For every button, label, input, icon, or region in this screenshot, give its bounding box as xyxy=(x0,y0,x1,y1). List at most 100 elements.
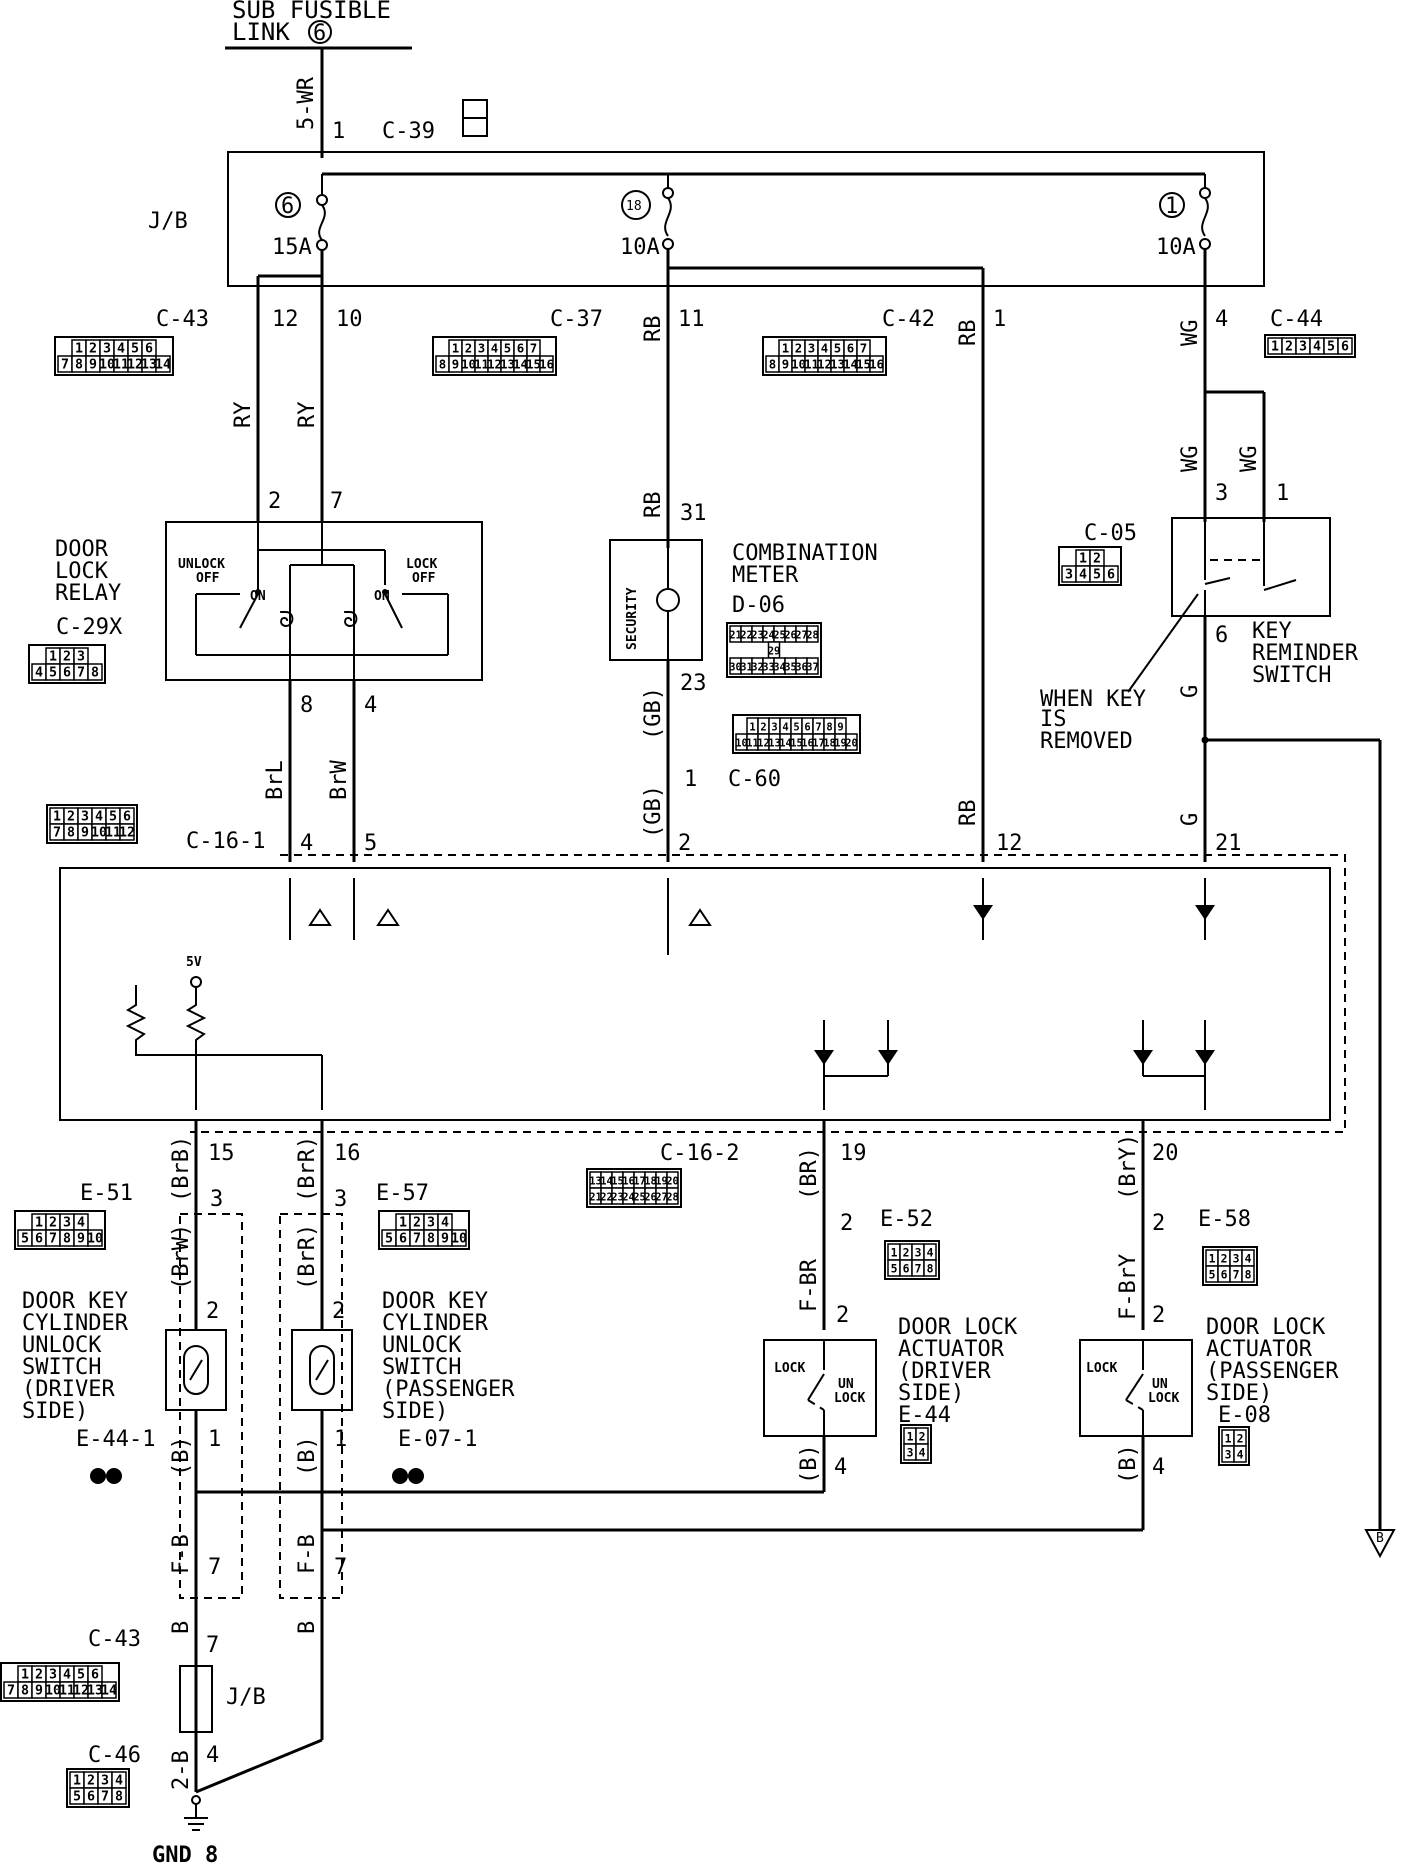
e57-pin-1-2: 7 xyxy=(413,1231,421,1246)
c43-top-pin-0-2: 3 xyxy=(103,341,111,356)
c60-pin-0-4: 5 xyxy=(793,721,799,733)
c37-pin-0-4: 5 xyxy=(504,341,511,355)
e51-pin-1-2: 7 xyxy=(49,1231,57,1246)
c29x-pin-0-1: 2 xyxy=(63,649,71,664)
pass-act-title-2: ACTUATOR xyxy=(1206,1337,1313,1362)
ground-wire-b-left: B xyxy=(169,1621,194,1634)
pass-act-linkage xyxy=(1125,1399,1144,1411)
drv-act-title-1: DOOR LOCK xyxy=(898,1315,1018,1340)
pass-act-wire-a: F-BrY xyxy=(1116,1254,1141,1320)
pass-sw-pin-1: 1 xyxy=(334,1427,347,1452)
c46-pin-0-3: 4 xyxy=(115,1773,123,1788)
passenger-key-icon xyxy=(309,1345,335,1395)
c16-2-pin-1-5: 26 xyxy=(644,1191,657,1203)
e44-pin-1-0: 3 xyxy=(907,1445,914,1459)
c16-2-pin-0-1: 14 xyxy=(600,1175,613,1187)
e08-pin-1-0: 3 xyxy=(1225,1447,1232,1461)
drv-actuator-box xyxy=(763,1339,877,1437)
pass-sw-title-2: CYLINDER xyxy=(382,1311,489,1336)
wire-wg-4-label: WG xyxy=(1178,320,1203,347)
e51-pin-0-1: 2 xyxy=(49,1215,57,1230)
c16-1-label: C-16-1 xyxy=(186,829,265,854)
etacs-diode-12 xyxy=(973,905,993,920)
meter-title-1: COMBINATION xyxy=(732,541,878,566)
c44-pin-0-1: 2 xyxy=(1285,339,1293,354)
c44-pin-0-3: 4 xyxy=(1313,339,1321,354)
etacs-out19-diode-b xyxy=(878,1050,898,1065)
relay-unlock-pivot xyxy=(255,589,261,595)
supply-line2: LINK xyxy=(232,18,290,46)
relay-title-2: LOCK xyxy=(55,559,109,584)
drv-act-contact xyxy=(807,1373,825,1401)
c37-pin-0-1: 2 xyxy=(465,341,472,355)
e08-label: E-08 xyxy=(1218,1403,1271,1428)
driver-sw-pin-7: 7 xyxy=(208,1555,221,1580)
lower-wiring: (BrB) (BrR) (BR) (BrY) xyxy=(169,1120,1145,1330)
c29x-label: C-29X xyxy=(56,615,123,640)
pass-act-title-4: SIDE) xyxy=(1206,1381,1272,1406)
jb-label: J/B xyxy=(148,209,188,234)
c43-top-pin-0-3: 4 xyxy=(117,341,125,356)
c46-pin-0-2: 3 xyxy=(101,1773,109,1788)
driver-sw-pin-3: 3 xyxy=(210,1187,223,1212)
c46-pin-1-2: 7 xyxy=(101,1789,109,1804)
drv-act-linkage xyxy=(807,1399,825,1411)
c60-pin-0-0: 1 xyxy=(749,721,755,733)
d06-label: D-06 xyxy=(732,593,785,618)
e52-pin-0-3: 4 xyxy=(927,1245,934,1259)
e57-pin-0-2: 3 xyxy=(427,1215,435,1230)
e57-connector-face xyxy=(378,1210,470,1250)
fuse6-contact-a xyxy=(316,194,328,206)
jb-pin-1: 1 xyxy=(993,307,1006,332)
c16-1-pin-0-2: 3 xyxy=(81,809,89,824)
c42-pin-1-8: 16 xyxy=(869,357,884,371)
d06-pin-2-6: 36 xyxy=(795,661,808,673)
e52-pin-1-0: 5 xyxy=(891,1261,898,1275)
e44-1-pin-1: 2 xyxy=(111,1470,118,1483)
ground-pin-7: 7 xyxy=(206,1633,219,1658)
c43-top-pin-1-3: 10 xyxy=(99,357,115,372)
relay-title-1: DOOR xyxy=(55,537,109,562)
fuse1-num: 1 xyxy=(1165,194,1178,219)
c42-pin-1-4: 12 xyxy=(817,357,832,371)
e51-cell xyxy=(87,1229,103,1247)
ksw-note-2: IS xyxy=(1040,707,1067,732)
e58-pin-0-1: 2 xyxy=(1221,1251,1228,1265)
d06-pin-2-5: 35 xyxy=(784,661,797,673)
supply-section: SUB FUSIBLE LINK 6 5-WR 1 C-39 xyxy=(225,0,488,158)
wire-brb-label: (BrB) xyxy=(169,1136,194,1202)
c16-1-pin-1-2: 9 xyxy=(81,825,89,840)
c60-pin-1-0: 10 xyxy=(735,737,748,749)
c29x-pin-1-2: 6 xyxy=(63,665,71,680)
drv-act-title-4: SIDE) xyxy=(898,1381,964,1406)
pass-sw-wire-c: F-B xyxy=(295,1534,320,1574)
c43-bot-pin-1-5: 12 xyxy=(73,1683,89,1698)
ground-wire-b-right: B xyxy=(295,1621,320,1634)
c37-pin-1-1: 9 xyxy=(452,357,459,371)
driver-sw-wire-c: F-B xyxy=(169,1534,194,1574)
etacs-pin-2: 2 xyxy=(678,831,691,856)
e51-pin-1-4: 9 xyxy=(77,1231,85,1246)
c44-pin-0-5: 6 xyxy=(1341,339,1349,354)
etacs-vref: 5V xyxy=(186,955,202,970)
e51-pin-0-0: 1 xyxy=(35,1215,43,1230)
etacs-out19-diode-a xyxy=(814,1050,834,1065)
c16-1-cell xyxy=(119,823,135,841)
c37-pin-0-0: 1 xyxy=(452,341,459,355)
c44-pin-0-0: 1 xyxy=(1271,339,1279,354)
pass-sw-wire-b: (B) xyxy=(295,1436,320,1476)
fusible-link-num: 6 xyxy=(313,21,326,46)
relay-pin-4: 4 xyxy=(364,693,377,718)
c60-pin-1-5: 15 xyxy=(790,737,803,749)
c16-1-pin-1-4: 11 xyxy=(105,825,121,840)
c60-pin-0-1: 2 xyxy=(760,721,766,733)
e44-1-label: E-44-1 xyxy=(76,1427,155,1452)
door-lock-relay: DOOR LOCK RELAY 2 7 UNLOCK OFF ON LOCK O… xyxy=(55,489,483,718)
c43-top-label: C-43 xyxy=(156,307,209,332)
d06-pin-0-2: 23 xyxy=(751,629,764,641)
c16-1-pin-0-1: 2 xyxy=(67,809,75,824)
c42-pin-1-0: 8 xyxy=(769,357,776,371)
e58-pin-1-1: 6 xyxy=(1221,1267,1228,1281)
d06-pin-0-0: 21 xyxy=(729,629,742,641)
